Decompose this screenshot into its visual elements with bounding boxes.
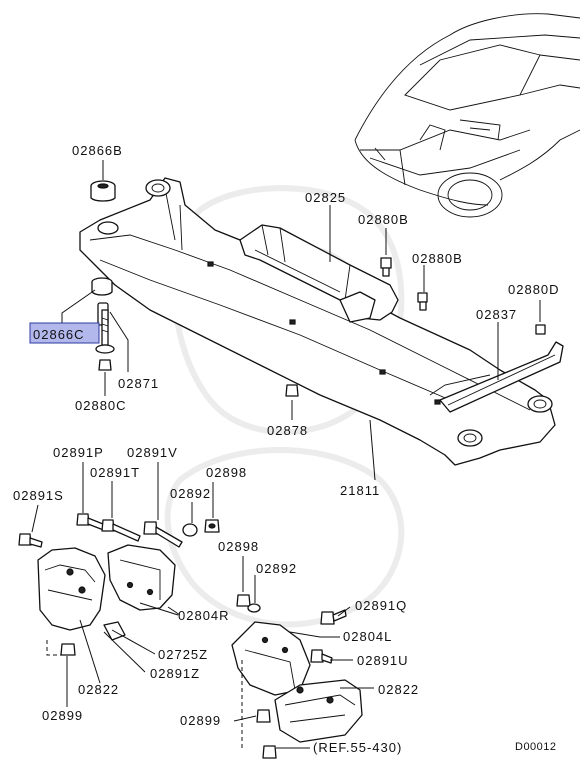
label-02822-2[interactable]: 02822 [378, 682, 419, 697]
bushing-02866A [91, 277, 113, 296]
nut-02880D [535, 324, 546, 335]
label-02898-2[interactable]: 02898 [218, 539, 259, 554]
label-02891Q[interactable]: 02891Q [355, 598, 407, 613]
label-02837[interactable]: 02837 [476, 307, 517, 322]
label-02891S[interactable]: 02891S [13, 488, 64, 503]
label-02891U[interactable]: 02891U [357, 653, 409, 668]
reference-55-430[interactable]: (REF.55-430) [313, 740, 402, 755]
crossmember-21811 [79, 177, 556, 466]
bolt-02871 [95, 309, 115, 354]
nut-02878 [285, 384, 299, 397]
bolt-02891Q [320, 609, 347, 625]
label-02892-2[interactable]: 02892 [256, 561, 297, 576]
bushing-02866B [90, 180, 116, 202]
nut-02880B-b [417, 292, 428, 311]
vehicle-outline [354, 13, 581, 218]
nut-02892-a [182, 523, 198, 537]
nut-02899-right [256, 709, 271, 723]
label-02899-2[interactable]: 02899 [180, 713, 221, 728]
bracket-02825 [239, 224, 399, 323]
bracket-02837 [439, 341, 564, 413]
label-02825[interactable]: 02825 [305, 190, 346, 205]
nut-ref-55-430 [262, 745, 277, 759]
label-02871[interactable]: 02871 [118, 376, 159, 391]
bolt-02891S [18, 533, 43, 548]
washer-02892-b [247, 603, 261, 613]
leader-lines [31, 160, 541, 749]
nut-02898-a [204, 519, 220, 533]
nut-02880B-a [380, 257, 392, 277]
insulator-02822-left [37, 547, 106, 631]
label-02866B[interactable]: 02866B [72, 143, 123, 158]
label-02892-1[interactable]: 02892 [170, 486, 211, 501]
label-02891V[interactable]: 02891V [127, 445, 178, 460]
nut-02899-left [60, 643, 76, 656]
label-02804R[interactable]: 02804R [178, 608, 230, 623]
label-21811[interactable]: 21811 [340, 483, 380, 498]
bolt-02891V [143, 521, 183, 548]
label-02804L[interactable]: 02804L [343, 629, 392, 644]
label-02891T[interactable]: 02891T [90, 465, 140, 480]
insulator-02822-right [274, 679, 363, 743]
bracket-02804L [231, 621, 311, 696]
label-02866C[interactable]: 02866C [33, 327, 85, 342]
label-02880D[interactable]: 02880D [508, 282, 560, 297]
label-02880B-2[interactable]: 02880B [412, 251, 463, 266]
label-02891Z[interactable]: 02891Z [150, 666, 200, 681]
nut-02898-b [236, 594, 251, 607]
diagram-code: D00012 [515, 741, 557, 753]
highlight-box-02866C [29, 322, 100, 344]
nut-02880C [98, 359, 112, 371]
bracket-02804R [107, 544, 176, 611]
bolt-02891T [101, 519, 141, 542]
label-02898-1[interactable]: 02898 [206, 465, 247, 480]
label-02880C[interactable]: 02880C [75, 398, 127, 413]
callout-labels: 02866B 02866C 02871 02880C 02825 02880B … [13, 143, 560, 755]
bolt-02891U [310, 649, 333, 664]
label-02822-1[interactable]: 02822 [78, 682, 119, 697]
label-02880B-1[interactable]: 02880B [358, 212, 409, 227]
label-02891P[interactable]: 02891P [53, 445, 104, 460]
label-02725Z[interactable]: 02725Z [158, 647, 208, 662]
label-02899-1[interactable]: 02899 [42, 708, 83, 723]
label-02878[interactable]: 02878 [267, 423, 308, 438]
